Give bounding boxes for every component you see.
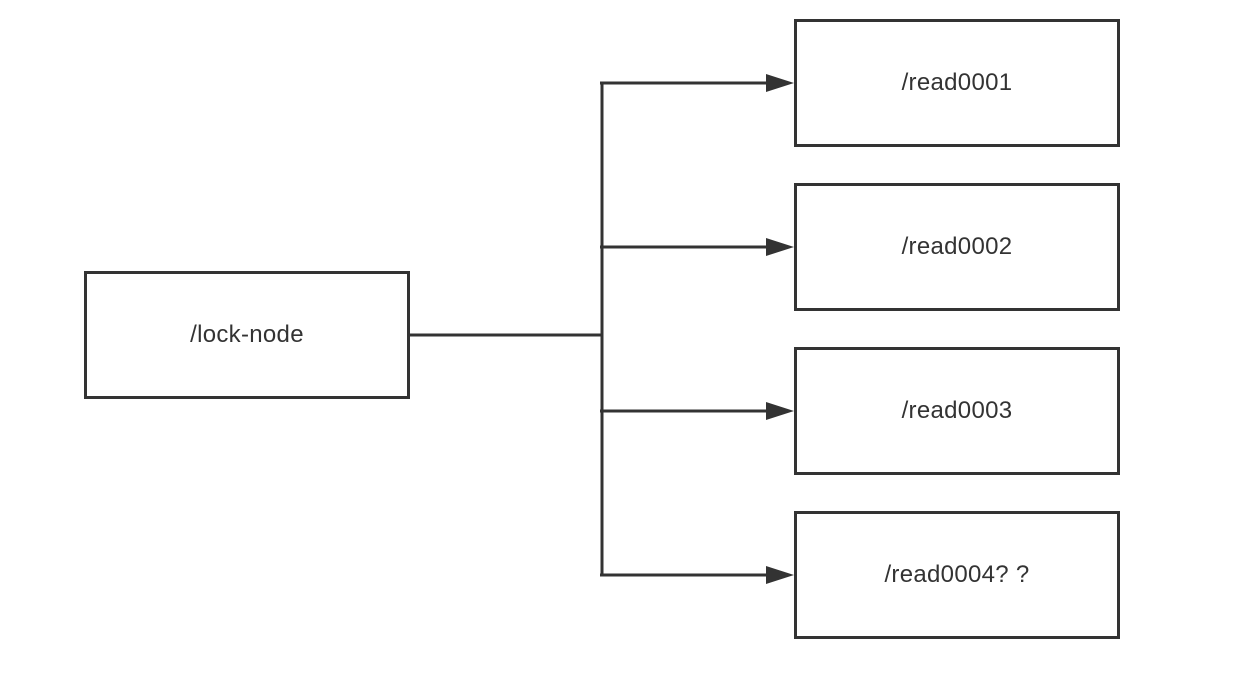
read-node-label-2: /read0002 [901, 233, 1013, 260]
lock-node-label: /lock-node [190, 321, 304, 348]
read-node-box-1: /read0001 [794, 19, 1120, 147]
read-node-label-1: /read0001 [901, 69, 1013, 96]
lock-node-box: /lock-node [84, 271, 410, 399]
arrowhead-4 [766, 566, 794, 584]
read-node-label-4: /read0004? ? [884, 561, 1030, 588]
arrowhead-2 [766, 238, 794, 256]
arrowhead-1 [766, 74, 794, 92]
arrowhead-3 [766, 402, 794, 420]
read-node-box-3: /read0003 [794, 347, 1120, 475]
read-node-label-3: /read0003 [901, 397, 1013, 424]
read-node-box-4: /read0004? ? [794, 511, 1120, 639]
read-node-box-2: /read0002 [794, 183, 1120, 311]
